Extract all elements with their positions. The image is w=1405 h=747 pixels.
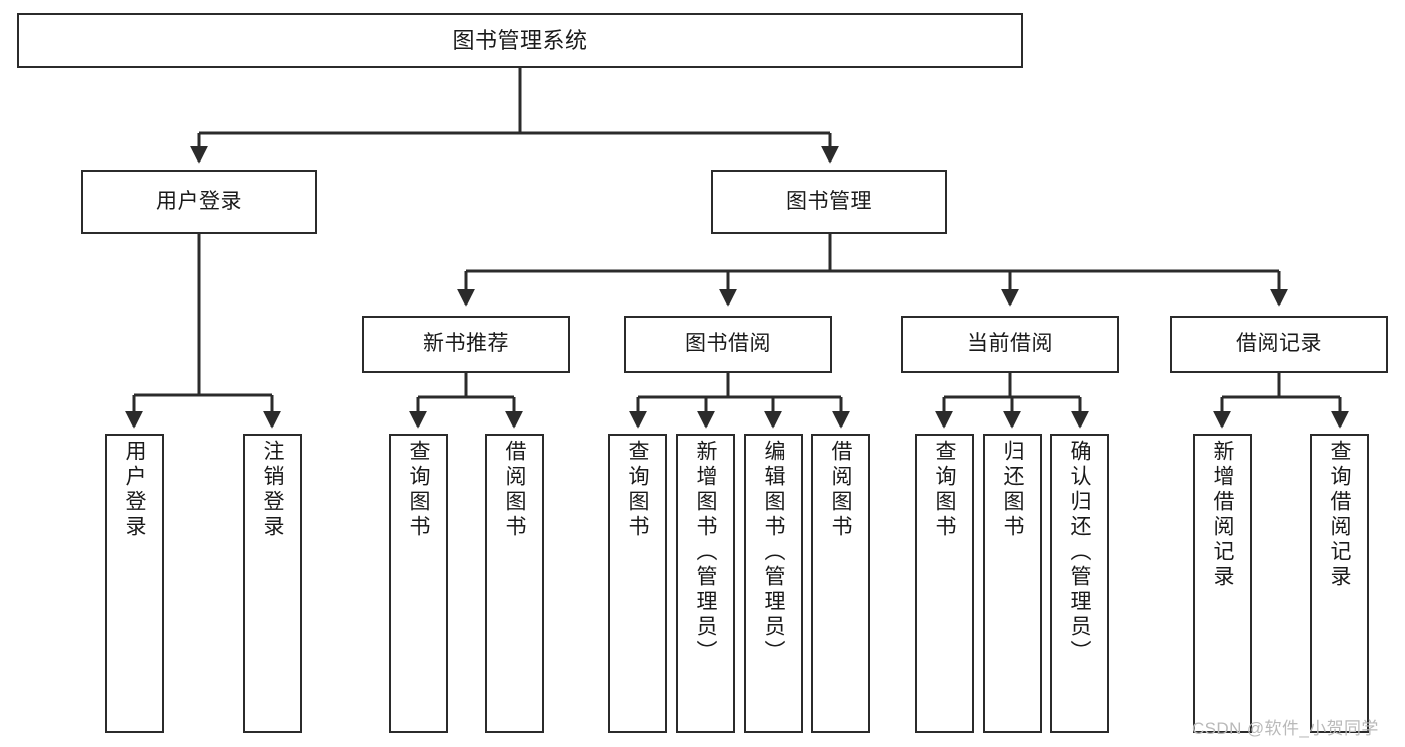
leaf-newbook-borrow-book[interactable]: 借阅图书 (485, 434, 544, 733)
leaf-record-add-label: 新增借阅记录 (1211, 440, 1234, 590)
leaf-record-query-label: 查询借阅记录 (1328, 440, 1351, 590)
csdn-watermark: CSDN @软件_小贺同学 (1192, 719, 1379, 738)
node-root-label: 图书管理系统 (452, 27, 588, 53)
leaf-borrow-edit-book[interactable]: 编辑图书（管理员） (744, 434, 803, 733)
leaf-borrow-edit-book-label: 编辑图书（管理员） (762, 440, 785, 665)
node-user-login-label: 用户登录 (156, 189, 242, 213)
leaf-current-return-book-label: 归还图书 (1001, 440, 1024, 540)
leaf-current-query-book-label: 查询图书 (933, 440, 956, 540)
leaf-user-login-label: 用户登录 (123, 440, 146, 540)
node-book-management-label: 图书管理 (786, 189, 872, 213)
node-borrow-record[interactable]: 借阅记录 (1170, 316, 1388, 373)
leaf-borrow-add-book-label: 新增图书（管理员） (694, 440, 717, 665)
leaf-current-query-book[interactable]: 查询图书 (915, 434, 974, 733)
leaf-user-login[interactable]: 用户登录 (105, 434, 164, 733)
leaf-borrow-borrow-book[interactable]: 借阅图书 (811, 434, 870, 733)
node-book-borrow-label: 图书借阅 (685, 332, 771, 356)
leaf-current-return-book[interactable]: 归还图书 (983, 434, 1042, 733)
node-root[interactable]: 图书管理系统 (17, 13, 1023, 68)
leaf-newbook-query-book-label: 查询图书 (407, 440, 430, 540)
node-user-login[interactable]: 用户登录 (81, 170, 317, 234)
node-current-borrow-label: 当前借阅 (967, 332, 1053, 356)
node-new-book-recommend-label: 新书推荐 (423, 332, 509, 356)
node-borrow-record-label: 借阅记录 (1236, 332, 1322, 356)
leaf-current-confirm-return-label: 确认归还（管理员） (1068, 440, 1091, 665)
leaf-borrow-add-book[interactable]: 新增图书（管理员） (676, 434, 735, 733)
leaf-newbook-query-book[interactable]: 查询图书 (389, 434, 448, 733)
node-current-borrow[interactable]: 当前借阅 (901, 316, 1119, 373)
leaf-borrow-borrow-book-label: 借阅图书 (829, 440, 852, 540)
leaf-borrow-query-book-label: 查询图书 (626, 440, 649, 540)
node-book-borrow[interactable]: 图书借阅 (624, 316, 832, 373)
leaf-logout-label: 注销登录 (261, 440, 284, 540)
leaf-record-query[interactable]: 查询借阅记录 (1310, 434, 1369, 733)
leaf-newbook-borrow-book-label: 借阅图书 (503, 440, 526, 540)
leaf-current-confirm-return[interactable]: 确认归还（管理员） (1050, 434, 1109, 733)
leaf-record-add[interactable]: 新增借阅记录 (1193, 434, 1252, 733)
node-book-management[interactable]: 图书管理 (711, 170, 947, 234)
leaf-borrow-query-book[interactable]: 查询图书 (608, 434, 667, 733)
node-new-book-recommend[interactable]: 新书推荐 (362, 316, 570, 373)
leaf-logout[interactable]: 注销登录 (243, 434, 302, 733)
